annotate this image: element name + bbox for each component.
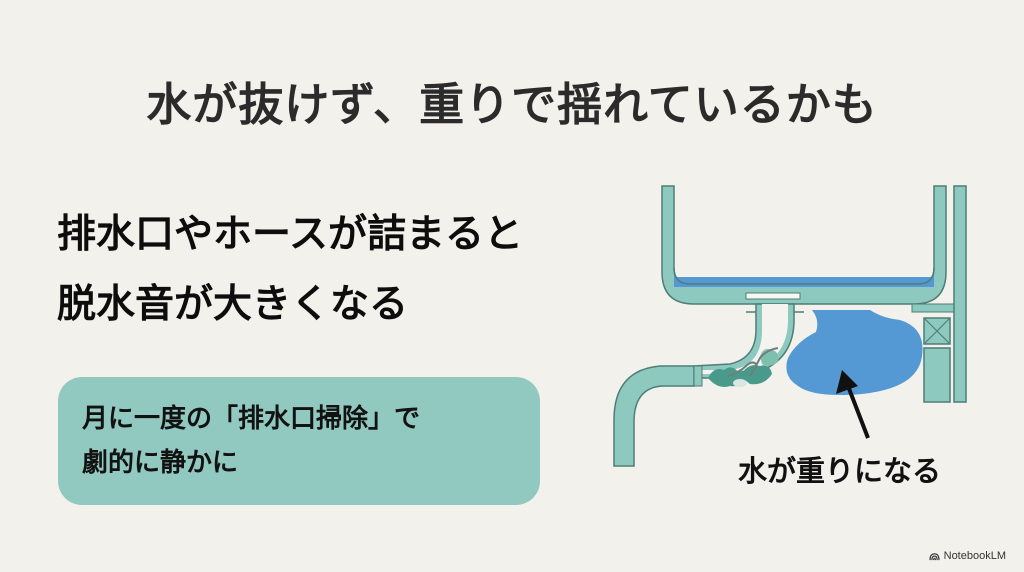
motor-box xyxy=(923,347,951,403)
tip-box: 月に一度の「排水口掃除」で 劇的に静かに xyxy=(58,377,540,505)
tip-line-2: 劇的に静かに xyxy=(82,448,239,478)
tub-water-layer xyxy=(674,277,934,287)
arrow-up-left-icon xyxy=(836,370,870,439)
drain-cap xyxy=(745,292,801,300)
slide-title: 水が抜けず、重りで揺れているかも xyxy=(146,78,878,131)
drain-clog-diagram xyxy=(613,185,967,467)
brand-watermark: NotebookLM xyxy=(929,550,1006,562)
diagram-label: 水が重りになる xyxy=(738,454,942,488)
lead-line-1: 排水口やホースが詰まると xyxy=(57,212,524,257)
debris-clog-icon xyxy=(708,347,779,387)
outlet-hose xyxy=(613,365,695,467)
brand-name: NotebookLM xyxy=(943,550,1006,562)
pooled-water-icon xyxy=(786,310,923,395)
valve-x-icon xyxy=(923,317,951,345)
lead-line-2: 脱水音が大きくなる xyxy=(57,282,409,327)
lead-text: 排水口やホースが詰まると 脱水音が大きくなる xyxy=(57,200,523,340)
housing-wall xyxy=(953,185,967,403)
notebooklm-logo-icon xyxy=(929,552,940,560)
tip-line-1: 月に一度の「排水口掃除」で xyxy=(82,404,421,434)
